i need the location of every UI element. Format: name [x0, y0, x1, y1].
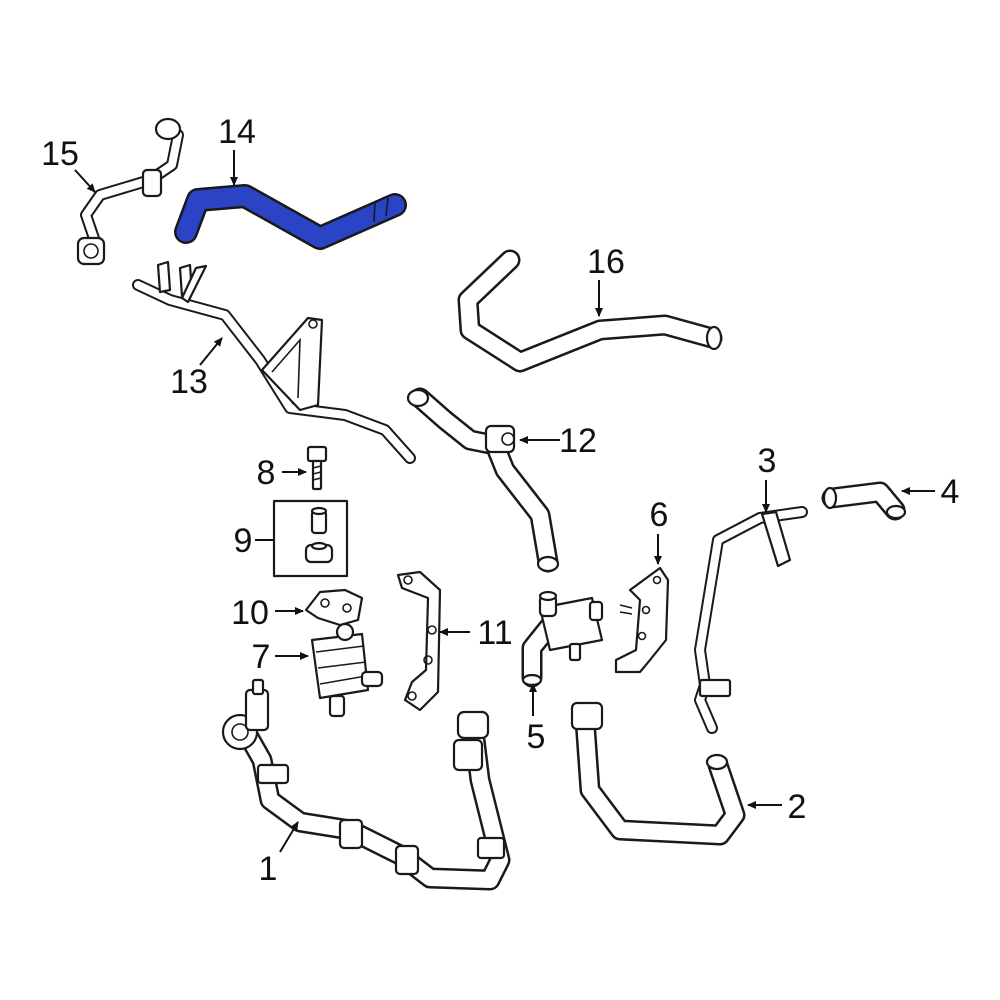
- leader-1: [279, 821, 299, 853]
- part-9-grommet-kit[interactable]: [272, 499, 349, 578]
- part-4-hose[interactable]: [821, 481, 907, 521]
- part-10-bracket[interactable]: [304, 588, 364, 627]
- callout-8: 8: [257, 454, 276, 492]
- part-11-bracket[interactable]: [396, 570, 442, 712]
- callout-12: 12: [559, 422, 597, 460]
- part-5-valve[interactable]: [521, 590, 604, 688]
- callout-3: 3: [758, 442, 777, 480]
- callout-7: 7: [252, 638, 271, 676]
- callout-4: 4: [941, 473, 960, 511]
- callout-6: 6: [650, 496, 669, 534]
- part-7-pump[interactable]: [310, 622, 384, 718]
- part-3-pipe[interactable]: [694, 506, 808, 734]
- callout-16: 16: [587, 243, 625, 281]
- part-8-bolt[interactable]: [306, 445, 328, 491]
- callout-labels: 15 14 16 13 12 8 9 10 7 11 5 6 3 4 2 1: [41, 113, 959, 888]
- part-1-pipe[interactable]: [221, 678, 511, 891]
- leader-13: [199, 337, 223, 366]
- leader-lines: [74, 150, 935, 853]
- part-16-hose[interactable]: [457, 249, 723, 373]
- part-6-bracket[interactable]: [614, 566, 670, 674]
- part-12-hose[interactable]: [406, 387, 560, 573]
- part-15-pipe[interactable]: [76, 117, 184, 266]
- callout-10: 10: [231, 594, 269, 632]
- callout-1: 1: [259, 850, 278, 888]
- part-14-hose[interactable]: [174, 184, 407, 250]
- callout-9: 9: [234, 522, 253, 560]
- part-2-hose[interactable]: [570, 701, 746, 846]
- part-13-pipe[interactable]: [132, 260, 416, 464]
- callout-14: 14: [218, 113, 256, 151]
- callout-2: 2: [788, 788, 807, 826]
- leader-15: [74, 169, 96, 193]
- callout-5: 5: [527, 718, 546, 756]
- callout-11: 11: [477, 614, 512, 652]
- callout-13: 13: [170, 363, 208, 401]
- callout-15: 15: [41, 135, 79, 173]
